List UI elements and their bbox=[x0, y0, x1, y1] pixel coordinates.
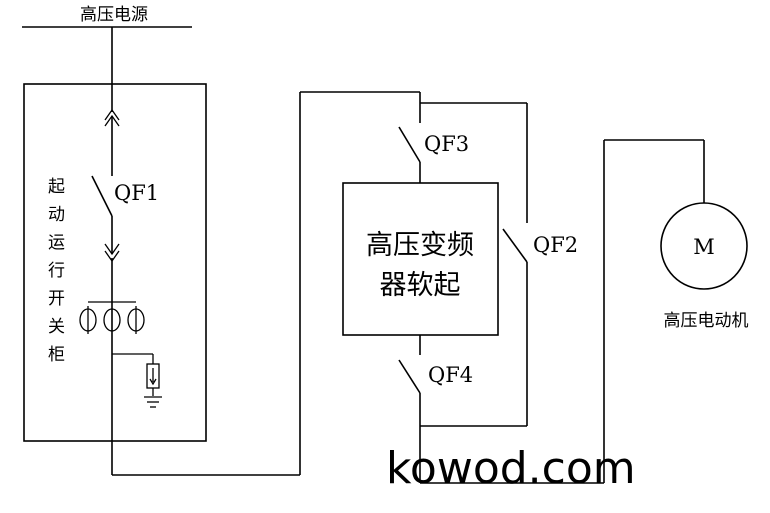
qf3-breaker-blade bbox=[398, 126, 421, 163]
qf4-breaker-blade bbox=[398, 359, 421, 394]
vfd-label-line1: 高压变频 bbox=[366, 230, 474, 261]
cabinet-label-char: 起 bbox=[48, 177, 65, 197]
current-transformer-icon bbox=[79, 301, 145, 334]
surge-arrester-icon bbox=[112, 353, 160, 396]
cabinet-label-char: 柜 bbox=[48, 345, 65, 365]
qf2-label: QF2 bbox=[533, 233, 578, 257]
qf1-breaker-blade bbox=[91, 175, 113, 217]
vfd-label-line2: 器软起 bbox=[380, 270, 461, 301]
qf4-breaker: QF4 bbox=[398, 335, 473, 483]
motor-icon bbox=[660, 202, 748, 290]
qf1-label: QF1 bbox=[114, 181, 159, 205]
qf3-breaker: QF3 bbox=[398, 103, 469, 183]
power-source: 高压电源 bbox=[22, 5, 192, 28]
motor-label: 高压电动机 bbox=[664, 311, 749, 331]
source-label: 高压电源 bbox=[80, 5, 148, 25]
ground-icon bbox=[144, 396, 162, 408]
cabinet-label-char: 关 bbox=[48, 317, 65, 337]
switch-cabinet: 起 动 运 行 开 关 柜 bbox=[23, 83, 207, 442]
qf2-breaker-blade bbox=[502, 228, 528, 263]
qf4-label: QF4 bbox=[428, 363, 473, 387]
cabinet-outline bbox=[23, 83, 207, 442]
connection-wires bbox=[112, 91, 527, 476]
main-feeder: QF1 bbox=[79, 27, 162, 475]
upper-contact-icon bbox=[104, 108, 120, 121]
motor-symbol: M bbox=[693, 235, 715, 259]
motor: M 高压电动机 bbox=[660, 202, 749, 331]
cabinet-label-char: 动 bbox=[48, 205, 65, 225]
qf2-bypass-breaker: QF2 bbox=[420, 103, 578, 427]
watermark-text: kowod.com bbox=[386, 443, 636, 494]
cabinet-label-char: 行 bbox=[48, 261, 65, 281]
cabinet-label: 起 动 运 行 开 关 柜 bbox=[48, 177, 65, 365]
motor-feeder bbox=[420, 139, 705, 484]
vfd-soft-starter: 高压变频 器软起 bbox=[342, 182, 499, 336]
cabinet-label-char: 开 bbox=[48, 289, 65, 309]
lower-contact-icon bbox=[104, 243, 120, 256]
qf3-label: QF3 bbox=[424, 132, 469, 156]
cabinet-label-char: 运 bbox=[48, 233, 65, 253]
